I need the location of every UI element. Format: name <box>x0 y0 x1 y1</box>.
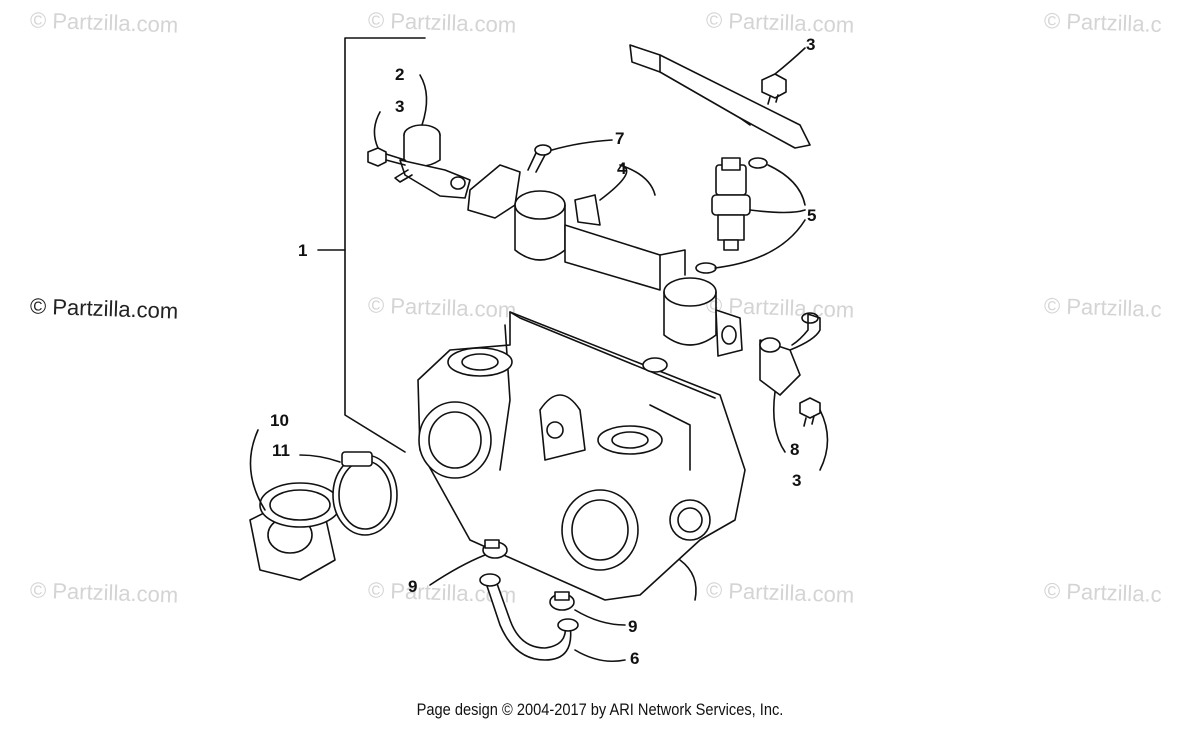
page-footer: Page design © 2004-2017 by ARI Network S… <box>416 700 784 719</box>
callout-6: 6 <box>630 649 640 668</box>
callout-7: 7 <box>615 129 625 148</box>
hose-part <box>479 573 626 663</box>
bolt-part <box>761 47 806 105</box>
bolt-part <box>799 397 829 471</box>
screw-part <box>527 139 613 173</box>
callout-9: 9 <box>408 577 418 596</box>
callout-3: 3 <box>395 97 405 116</box>
callout-10: 10 <box>270 411 289 430</box>
hose-clamp-part <box>299 451 398 536</box>
fuel-rail-part <box>467 164 743 357</box>
callout-8: 8 <box>790 440 800 459</box>
callout-3: 3 <box>806 35 816 54</box>
assembly-bracket <box>317 37 426 453</box>
callout-3: 3 <box>792 471 802 490</box>
callout-2: 2 <box>395 65 405 84</box>
intake-boot-part <box>249 429 341 581</box>
callout-9: 9 <box>628 617 638 636</box>
bolt-part <box>367 111 406 167</box>
mounting-bracket-part <box>629 44 811 149</box>
callout-11: 11 <box>272 441 290 460</box>
small-clamp-part <box>429 539 508 586</box>
fuel-injector-part <box>695 157 806 274</box>
callout-1: 1 <box>298 241 308 260</box>
callout-4: 4 <box>617 159 627 178</box>
callout-5: 5 <box>807 206 817 225</box>
sensor-part <box>759 312 821 453</box>
throttle-body-part <box>417 311 746 601</box>
small-clamp-part <box>549 591 626 626</box>
pressure-regulator-part <box>394 74 471 199</box>
